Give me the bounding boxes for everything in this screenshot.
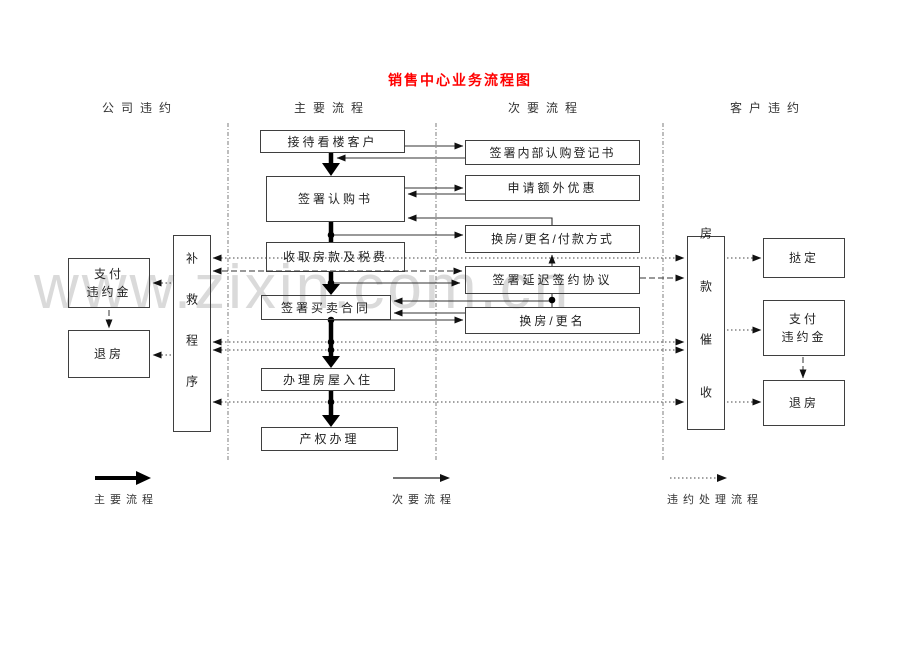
flow-box-move-in: 办理房屋入住	[261, 368, 395, 391]
payment-collection-box: 房款催收	[687, 227, 725, 439]
customer-return-house-box: 退房	[763, 380, 845, 426]
junction-dots	[327, 231, 556, 406]
legend-breach-flow-arrow	[670, 474, 727, 482]
page-title: 销售中心业务流程图	[388, 72, 532, 88]
flow-box-label: 签署认购书	[297, 192, 373, 206]
flow-box-label: 产权办理	[299, 432, 360, 446]
flow-box-label: 接待看楼客户	[287, 134, 378, 149]
secondary-box-label: 换房/更名	[519, 313, 586, 328]
payment-collection-label: 房款催收	[698, 227, 713, 439]
column-header-customer-breach: 客户违约	[729, 101, 806, 115]
column-header-secondary-flow: 次要流程	[507, 101, 584, 115]
breach-dotted-lines	[152, 254, 762, 406]
secondary-box-delayed-signing: 签署延迟签约协议	[465, 266, 640, 294]
pay-penalty-line2: 违约金	[781, 330, 827, 344]
flow-box-receive-customers: 接待看楼客户	[260, 130, 405, 153]
flow-box-collect-payment: 收取房款及税费	[266, 242, 405, 272]
column-header-company-breach: 公司违约	[101, 101, 178, 115]
legend-label-breach-flow: 违约处理流程	[667, 494, 763, 506]
company-return-house-box: 退房	[68, 330, 150, 378]
return-house-label: 退房	[788, 396, 819, 410]
flow-box-property-rights: 产权办理	[261, 427, 398, 451]
pay-penalty-line1: 支付	[93, 267, 124, 281]
secondary-box-extra-discount: 申请额外优惠	[465, 175, 640, 201]
remedy-procedure-box: 补救程序	[173, 235, 211, 432]
secondary-flow-lines	[331, 142, 556, 324]
pay-penalty-line2: 违约金	[86, 285, 132, 299]
secondary-box-label: 申请额外优惠	[507, 181, 598, 195]
flow-box-label: 收取房款及税费	[282, 250, 388, 264]
legend-main-flow-arrow	[95, 471, 151, 485]
forfeit-label: 挞定	[788, 251, 819, 265]
flow-box-label: 办理房屋入住	[282, 372, 373, 387]
flow-box-label: 签署买卖合同	[280, 300, 371, 315]
column-divider-lines	[227, 123, 664, 462]
flow-box-sign-subscription: 签署认购书	[266, 176, 405, 222]
secondary-box-internal-registration: 签署内部认购登记书	[465, 140, 640, 165]
pay-penalty-line1: 支付	[788, 312, 819, 326]
return-house-label: 退房	[93, 347, 124, 361]
remedy-procedure-label: 补救程序	[184, 251, 199, 416]
legend-label-main-flow: 主要流程	[94, 494, 158, 506]
legend-label-secondary-flow: 次要流程	[392, 494, 456, 506]
company-pay-penalty-box: 支付 违约金	[68, 258, 150, 308]
legend-secondary-flow-arrow	[393, 474, 450, 482]
customer-pay-penalty-box: 支付 违约金	[763, 300, 845, 356]
secondary-box-label: 签署内部认购登记书	[489, 145, 616, 160]
column-header-main-flow: 主要流程	[293, 101, 370, 115]
flow-box-sign-sale-contract: 签署买卖合同	[261, 295, 391, 320]
secondary-box-label: 签署延迟签约协议	[492, 273, 613, 287]
secondary-box-label: 换房/更名/付款方式	[491, 232, 614, 246]
secondary-box-change-rename: 换房/更名	[465, 307, 640, 334]
secondary-box-change-payment: 换房/更名/付款方式	[465, 225, 640, 253]
watermark-text: www.zixin.com.cn	[34, 253, 572, 322]
breach-dashed-lines	[105, 267, 807, 379]
customer-forfeit-box: 挞定	[763, 238, 845, 278]
